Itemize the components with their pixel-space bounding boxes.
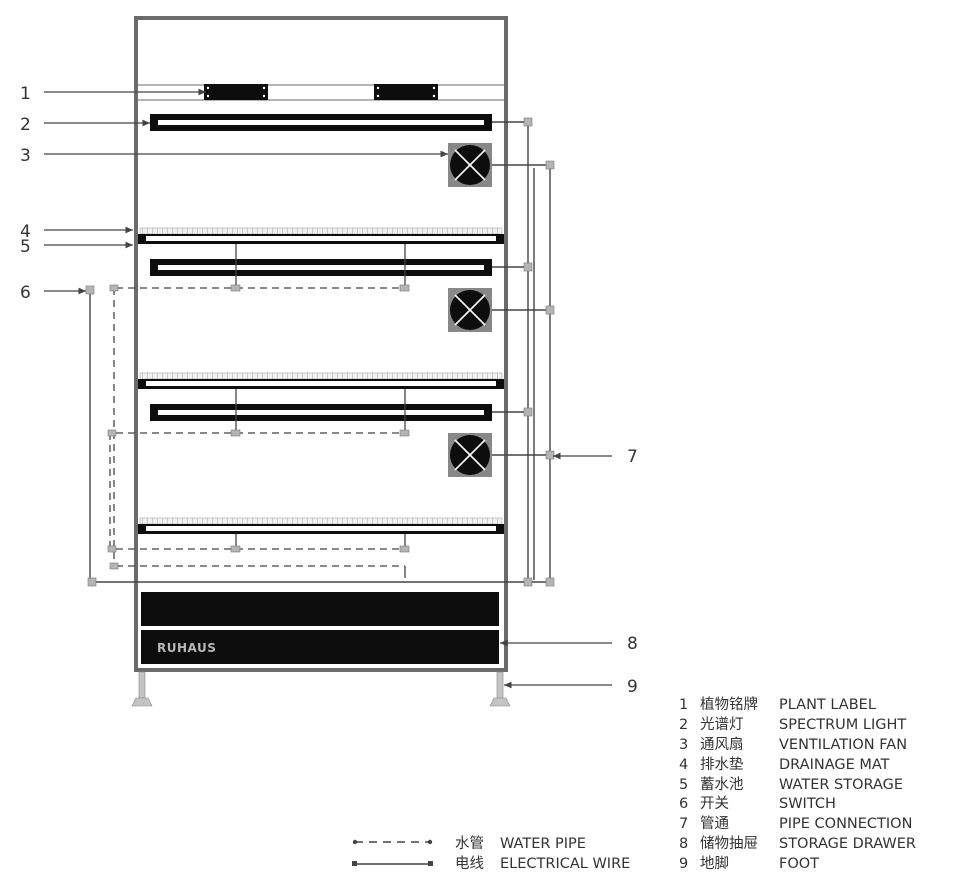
line-type-key: 水管 WATER PIPE 电线 ELECTRICAL WIRE	[352, 835, 630, 872]
legend-en: WATER STORAGE	[779, 777, 903, 793]
drainage-mat	[139, 517, 503, 525]
legend-num: 2	[679, 717, 688, 733]
legend-zh: 储物抽屉	[700, 835, 758, 852]
legend-zh: 植物铭牌	[700, 696, 758, 713]
legend-num: 6	[679, 796, 688, 812]
shelf-3	[138, 517, 504, 534]
legend-en: FOOT	[779, 856, 819, 872]
drip-pipes	[109, 244, 406, 578]
key-electrical-wire-en: ELECTRICAL WIRE	[500, 856, 630, 872]
legend-zh: 地脚	[700, 855, 729, 872]
foot-left	[131, 671, 153, 707]
legend-num: 5	[679, 777, 688, 793]
storage-drawer	[141, 592, 499, 626]
key-electrical-wire-zh: 电线	[455, 855, 484, 872]
plant-label	[204, 84, 268, 100]
legend-zh: 光谱灯	[700, 716, 744, 733]
legend-num: 3	[679, 737, 688, 753]
spectrum-light-middle	[150, 259, 492, 276]
callout-7: 7	[627, 447, 638, 467]
plant-label-rail	[138, 84, 504, 101]
callout-5: 5	[20, 237, 31, 257]
spectrum-light-top	[150, 114, 492, 131]
callout-2: 2	[20, 115, 31, 135]
callout-1: 1	[20, 84, 31, 104]
ventilation-fan-icon	[448, 143, 492, 187]
shelf-2	[138, 372, 504, 389]
legend-zh: 开关	[700, 795, 729, 812]
drainage-mat	[139, 227, 503, 235]
leader-lines	[44, 88, 612, 689]
legend-zh: 排水垫	[700, 756, 744, 773]
legend-en: SPECTRUM LIGHT	[779, 717, 906, 733]
ventilation-fan-icon	[448, 288, 492, 332]
legend-num: 8	[679, 836, 688, 852]
shelf-1	[138, 227, 504, 244]
legend-num: 4	[679, 757, 688, 773]
electrical-wires	[89, 121, 551, 583]
legend-num: 7	[679, 816, 688, 832]
component-legend: 1 植物铭牌 PLANT LABEL 2 光谱灯 SPECTRUM LIGHT …	[679, 696, 916, 872]
switch	[85, 285, 95, 295]
callout-3: 3	[20, 146, 31, 166]
key-water-pipe-en: WATER PIPE	[500, 836, 586, 852]
legend-zh: 管通	[700, 815, 729, 832]
legend-en: STORAGE DRAWER	[779, 836, 916, 852]
brand-logo: RUHAUS	[157, 641, 216, 655]
legend-en: PLANT LABEL	[779, 697, 876, 713]
callout-8: 8	[627, 634, 638, 654]
callout-4: 4	[20, 222, 31, 242]
legend-zh: 蓄水池	[700, 776, 744, 793]
legend-en: VENTILATION FAN	[779, 737, 907, 753]
drainage-mat	[139, 372, 503, 380]
key-water-pipe-zh: 水管	[455, 835, 484, 852]
legend-en: PIPE CONNECTION	[779, 816, 912, 832]
storage-drawer	[141, 630, 499, 664]
legend-num: 9	[679, 856, 688, 872]
legend-zh: 通风扇	[700, 736, 744, 753]
callout-6: 6	[20, 283, 31, 303]
callout-9: 9	[627, 677, 638, 697]
foot-right	[489, 671, 511, 707]
legend-en: SWITCH	[779, 796, 836, 812]
legend-num: 1	[679, 697, 688, 713]
legend-en: DRAINAGE MAT	[779, 757, 890, 773]
ventilation-fan-icon	[448, 433, 492, 477]
wire-connectors	[87, 117, 555, 587]
pipe-connectors	[107, 284, 410, 570]
spectrum-light-lower	[150, 404, 492, 421]
plant-label	[374, 84, 438, 100]
